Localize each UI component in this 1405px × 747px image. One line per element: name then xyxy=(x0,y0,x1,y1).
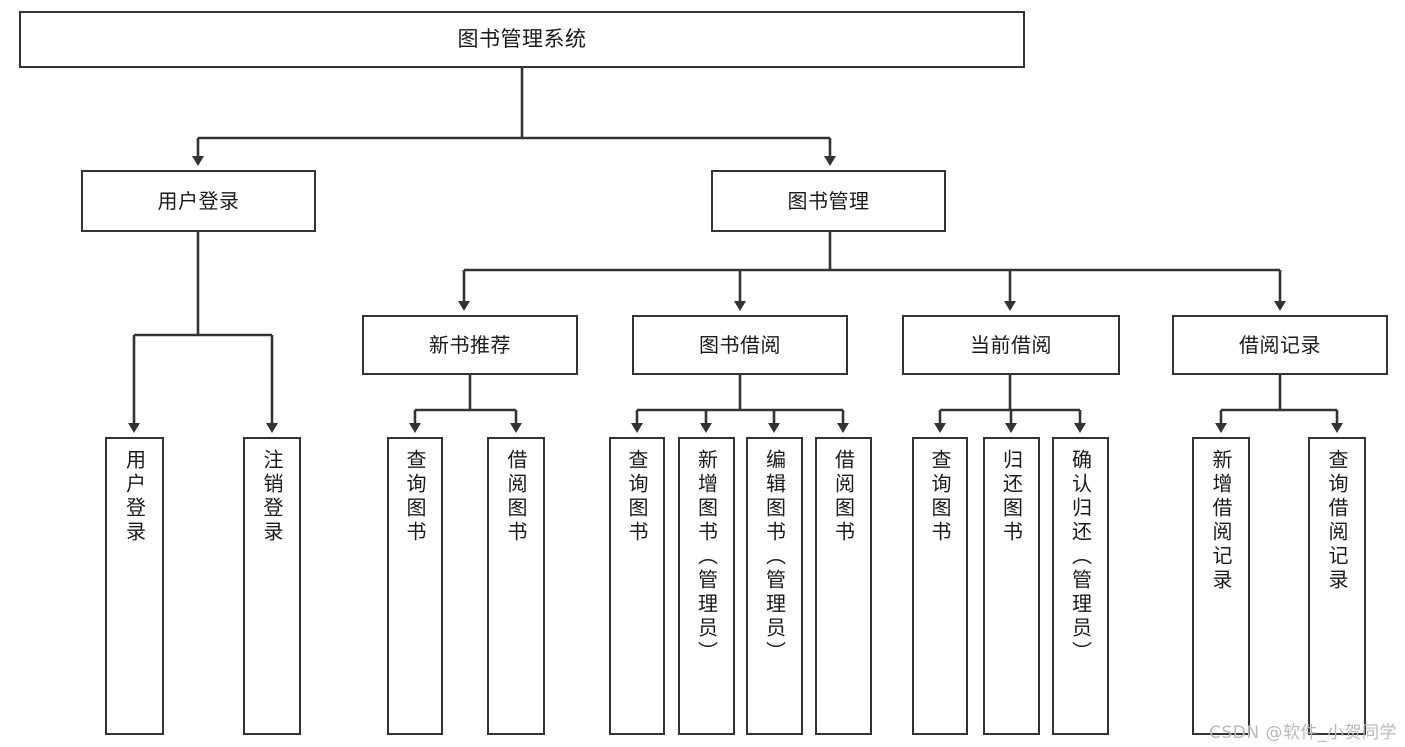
node-borrow-record-label: 借阅记录 xyxy=(1239,332,1321,357)
node-current-borrow-label: 当前借阅 xyxy=(970,332,1052,357)
leaf-node-label: 注销登录 xyxy=(260,449,284,545)
node-new-book-recommend-label: 新书推荐 xyxy=(429,332,511,357)
leaf-node[interactable]: 借阅图书 xyxy=(815,437,872,735)
leaf-node-label: 确认归还（管理员） xyxy=(1068,449,1093,665)
leaf-node-label: 编辑图书（管理员） xyxy=(762,449,787,665)
leaf-node[interactable]: 新增借阅记录 xyxy=(1192,437,1250,735)
leaf-node[interactable]: 用户登录 xyxy=(105,437,164,735)
node-new-book-recommend[interactable]: 新书推荐 xyxy=(362,315,578,375)
leaf-node-label: 查询图书 xyxy=(403,449,427,545)
node-book-borrow[interactable]: 图书借阅 xyxy=(632,315,848,375)
csdn-watermark: CSDN @软件_小贺同学 xyxy=(1209,723,1397,743)
leaf-node-label: 归还图书 xyxy=(999,449,1024,545)
leaf-node[interactable]: 注销登录 xyxy=(243,437,301,735)
leaf-node[interactable]: 确认归还（管理员） xyxy=(1052,437,1109,735)
leaf-node[interactable]: 编辑图书（管理员） xyxy=(746,437,803,735)
node-book-management-label: 图书管理 xyxy=(787,188,870,213)
leaf-node[interactable]: 借阅图书 xyxy=(487,437,545,735)
leaf-node[interactable]: 查询图书 xyxy=(609,437,665,735)
node-book-borrow-label: 图书借阅 xyxy=(699,332,781,357)
leaf-node[interactable]: 查询图书 xyxy=(912,437,968,735)
node-user-login[interactable]: 用户登录 xyxy=(81,170,316,232)
leaf-node[interactable]: 查询图书 xyxy=(387,437,443,735)
node-book-management[interactable]: 图书管理 xyxy=(711,170,946,232)
node-user-login-label: 用户登录 xyxy=(157,188,240,213)
leaf-node[interactable]: 查询借阅记录 xyxy=(1308,437,1366,735)
leaf-node-label: 借阅图书 xyxy=(504,449,528,545)
leaf-node-label: 新增借阅记录 xyxy=(1209,449,1233,593)
leaf-node-label: 查询图书 xyxy=(928,449,952,545)
leaf-node-label: 用户登录 xyxy=(122,449,147,545)
node-root-label: 图书管理系统 xyxy=(457,26,587,51)
leaf-node-label: 新增图书（管理员） xyxy=(694,449,719,665)
node-current-borrow[interactable]: 当前借阅 xyxy=(902,315,1120,375)
leaf-node-label: 借阅图书 xyxy=(831,449,856,545)
leaf-node-label: 查询借阅记录 xyxy=(1325,449,1349,593)
leaf-node[interactable]: 归还图书 xyxy=(983,437,1040,735)
node-borrow-record[interactable]: 借阅记录 xyxy=(1172,315,1388,375)
leaf-node[interactable]: 新增图书（管理员） xyxy=(678,437,735,735)
leaf-node-label: 查询图书 xyxy=(625,449,649,545)
node-root[interactable]: 图书管理系统 xyxy=(19,11,1025,68)
